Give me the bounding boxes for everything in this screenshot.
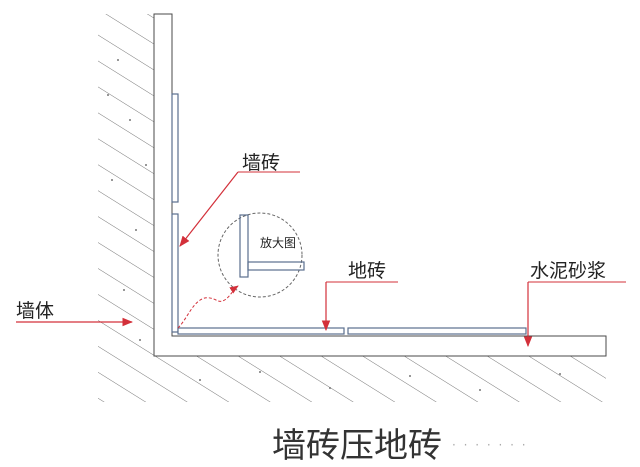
label-floor-tile: 地砖	[348, 260, 387, 282]
label-wall-tile: 墙砖	[242, 152, 281, 174]
diagram-canvas: 墙砖 墙体 地砖 水泥砂浆 放大图 墙砖压地砖 · · · · · · ·	[16, 13, 626, 466]
label-cement-mortar: 水泥砂浆	[530, 260, 607, 282]
watermark: · · · · · · ·	[452, 438, 528, 452]
floor-tile-2	[347, 327, 527, 335]
wall-tile-lower	[171, 213, 179, 333]
section-drawing	[16, 13, 626, 402]
label-zoom: 放大图	[260, 236, 297, 250]
zoom-detail	[239, 214, 305, 278]
concrete-speckles	[107, 59, 561, 391]
diagram-title: 墙砖压地砖	[272, 426, 442, 466]
zoom-circle	[217, 212, 303, 298]
zoom-leader	[177, 285, 239, 329]
wall-tile-arrow	[179, 171, 239, 247]
mortar-layer	[153, 13, 607, 357]
wall-tile-upper	[171, 93, 179, 203]
floor-tile-1	[177, 327, 345, 335]
label-wall: 墙体	[16, 300, 55, 322]
wall-hatch	[98, 14, 606, 402]
